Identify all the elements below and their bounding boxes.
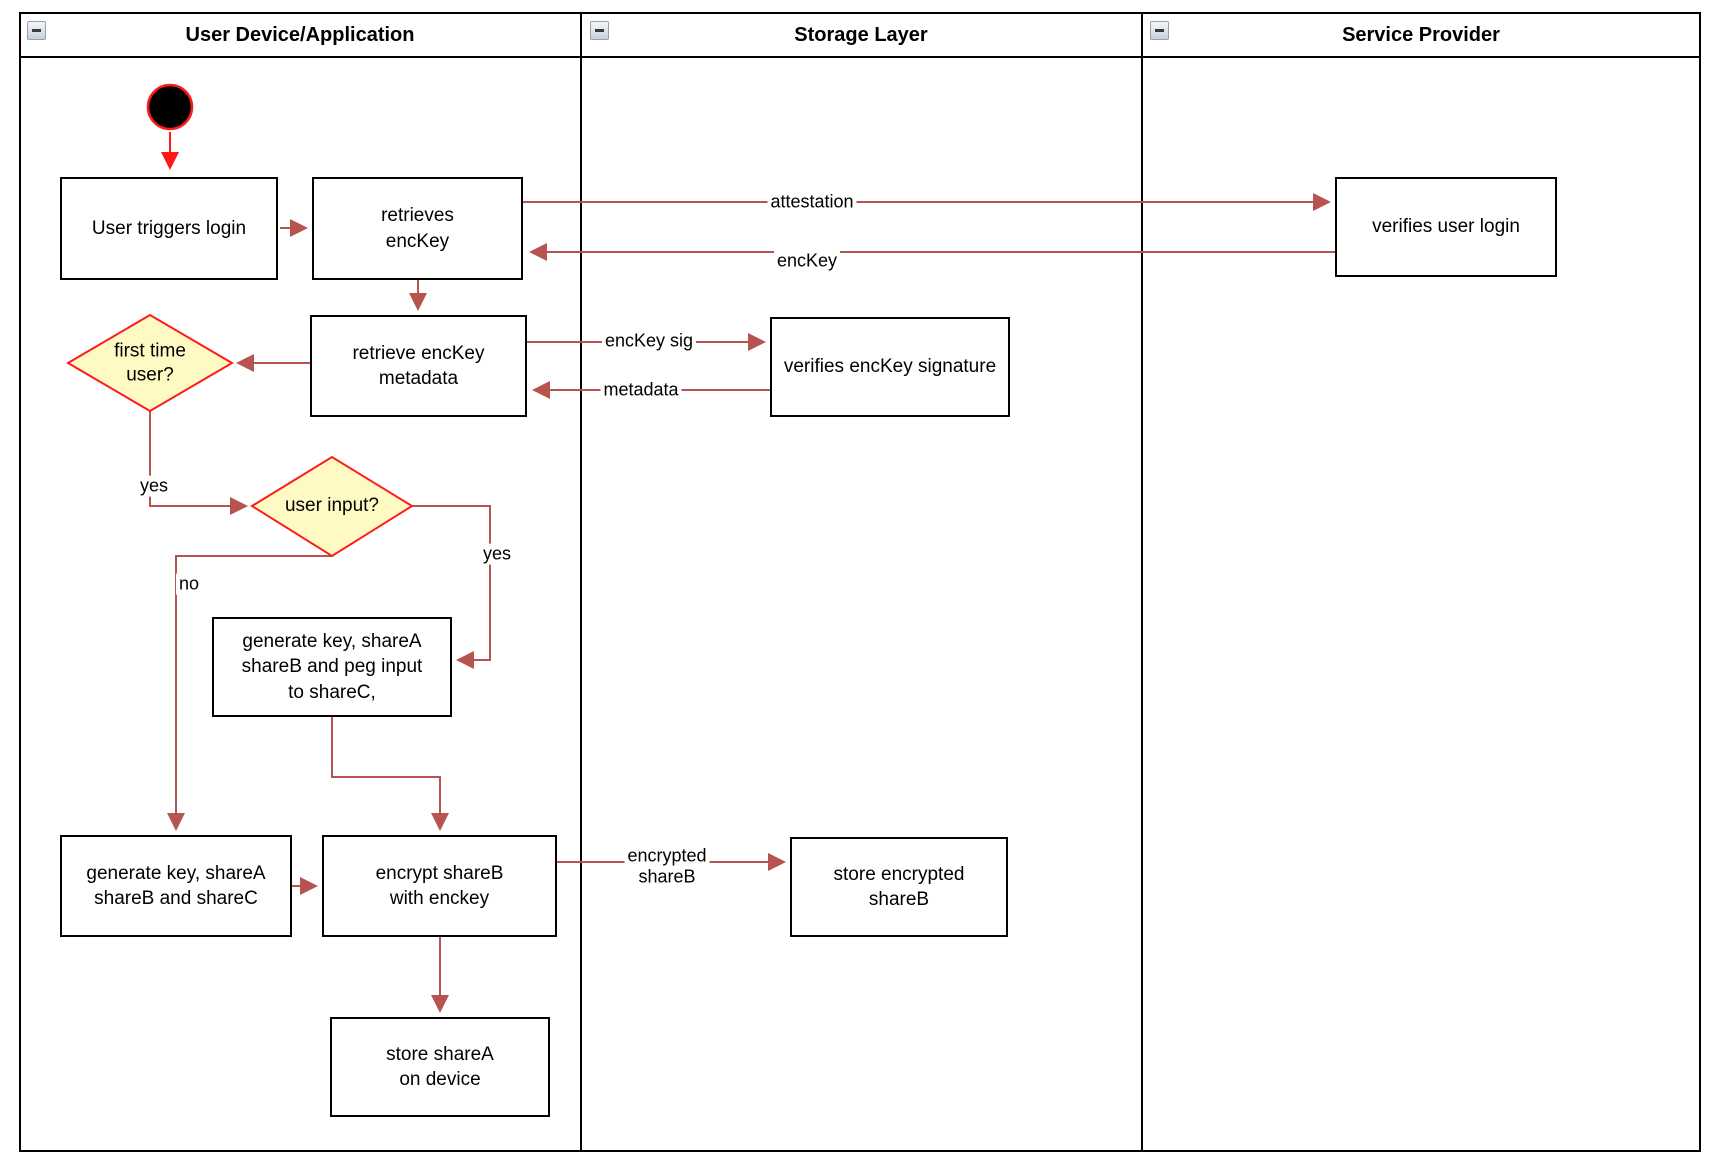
edge-label-metadata: metadata bbox=[600, 379, 682, 401]
edge-label-yes-first-time: yes bbox=[136, 475, 172, 497]
decision-first-time-user-label: first time user? bbox=[114, 340, 186, 385]
node-verifies-user-login[interactable]: verifies user login bbox=[1335, 177, 1557, 277]
decision-first-time-user[interactable] bbox=[66, 313, 234, 413]
node-retrieves-enckey[interactable]: retrieves encKey bbox=[312, 177, 523, 280]
minus-icon bbox=[1155, 29, 1164, 32]
lane-collapse-button-storage-layer[interactable] bbox=[590, 21, 609, 40]
lane-header-underline bbox=[19, 56, 1701, 58]
decision-user-input[interactable] bbox=[250, 455, 414, 558]
node-generate-key-abc[interactable]: generate key, shareA shareB and shareC bbox=[60, 835, 292, 937]
node-generate-key-peg-input[interactable]: generate key, shareA shareB and peg inpu… bbox=[212, 617, 452, 717]
node-user-triggers-login[interactable]: User triggers login bbox=[60, 177, 278, 280]
lane-divider-1 bbox=[580, 12, 582, 1152]
node-verifies-enckey-signature[interactable]: verifies encKey signature bbox=[770, 317, 1010, 417]
edge-first-time-yes bbox=[149, 411, 248, 515]
lane-collapse-button-service-provider[interactable] bbox=[1150, 21, 1169, 40]
edge-label-enckey-sig: encKey sig bbox=[601, 330, 697, 352]
node-retrieve-enckey-metadata[interactable]: retrieve encKey metadata bbox=[310, 315, 527, 417]
node-store-sharea-on-device[interactable]: store shareA on device bbox=[330, 1017, 550, 1117]
swimlane-pool bbox=[19, 12, 1701, 1152]
edge-label-attestation: attestation bbox=[767, 191, 857, 213]
edge-label-enckey: encKey bbox=[773, 250, 841, 272]
node-store-encrypted-shareb[interactable]: store encrypted shareB bbox=[790, 837, 1008, 937]
edge-user-input-yes bbox=[412, 505, 491, 669]
edge-label-yes-user-input: yes bbox=[479, 543, 515, 565]
edge-peg-to-encrypt bbox=[331, 717, 449, 831]
node-encrypt-shareb[interactable]: encrypt shareB with enckey bbox=[322, 835, 557, 937]
decision-user-input-label: user input? bbox=[284, 495, 380, 517]
lane-title-user-device: User Device/Application bbox=[185, 24, 415, 46]
edge-label-encrypted-shareb: encrypted shareB bbox=[624, 845, 710, 887]
minus-icon bbox=[32, 29, 41, 32]
edge-user-input-no bbox=[167, 555, 332, 831]
start-node[interactable] bbox=[146, 83, 194, 131]
lane-title-service-provider: Service Provider bbox=[1342, 24, 1500, 46]
lane-title-storage-layer: Storage Layer bbox=[794, 24, 928, 46]
lane-collapse-button-user-device[interactable] bbox=[27, 21, 46, 40]
minus-icon bbox=[595, 29, 604, 32]
edge-label-no-user-input: no bbox=[175, 573, 203, 595]
lane-divider-2 bbox=[1141, 12, 1143, 1152]
